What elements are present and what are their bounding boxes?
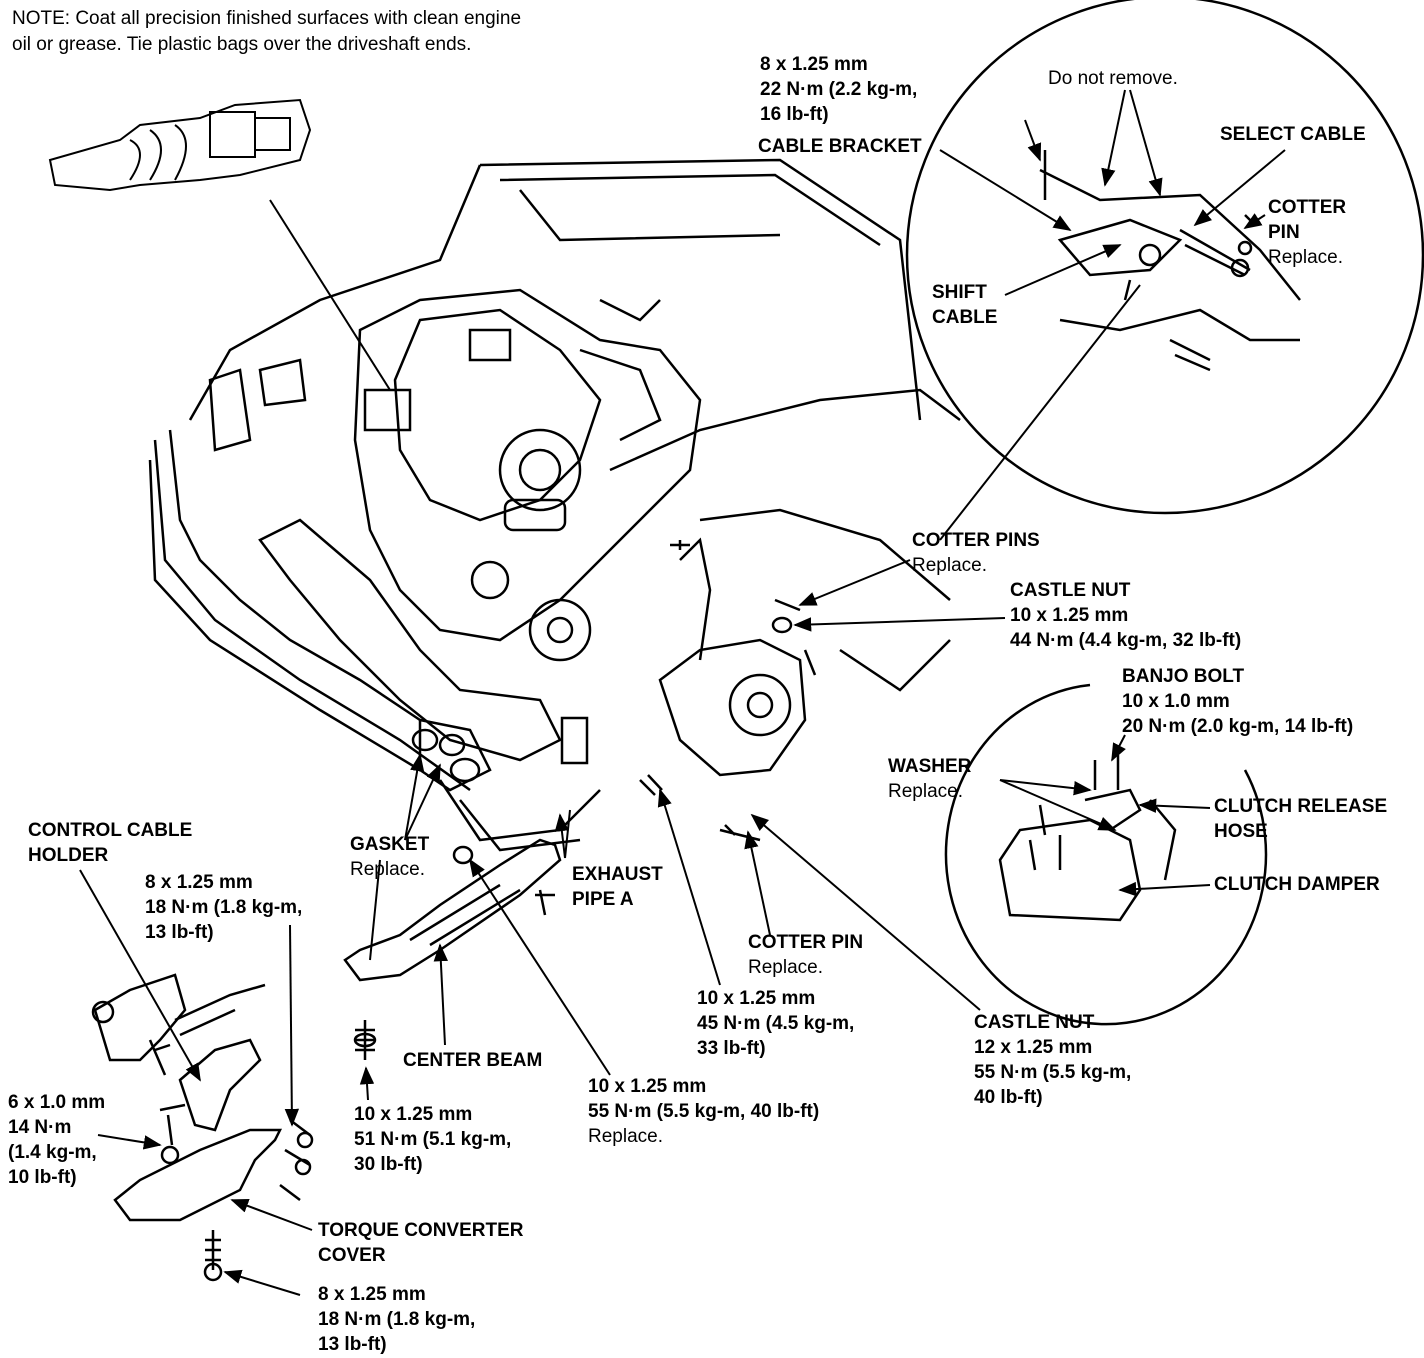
steering-knuckle (639, 537, 817, 842)
note-text: NOTE: Coat all precision finished surfac… (12, 6, 521, 58)
exhaust-pipe-label: EXHAUST PIPE A (572, 864, 663, 910)
small-bolt-spec: 6 x 1.0 mm 14 N·m (1.4 kg-m, 10 lb-ft) (8, 1092, 106, 1188)
lower-assembly (258, 518, 601, 852)
bolt-55-spec: 10 x 1.25 mm 55 N·m (5.5 kg-m, 40 lb-ft)… (588, 1076, 820, 1147)
holder-bolt-spec: 8 x 1.25 mm 18 N·m (1.8 kg-m, 13 lb-ft) (145, 872, 303, 943)
top-bolt-spec: 8 x 1.25 mm 22 N·m (2.2 kg-m, 16 lb-ft) (760, 54, 918, 125)
center-beam-label: CENTER BEAM (403, 1050, 543, 1071)
cover-bolt-spec: 8 x 1.25 mm 18 N·m (1.8 kg-m, 13 lb-ft) (318, 1284, 476, 1355)
clutch-damper-label: CLUTCH DAMPER (1214, 874, 1380, 895)
car-body (148, 158, 961, 792)
bolt-51-spec: 10 x 1.25 mm 51 N·m (5.1 kg-m, 30 lb-ft) (354, 1104, 512, 1175)
engine-transmission (353, 288, 702, 662)
castle-nut-upper-label: CASTLE NUT 10 x 1.25 mm 44 N·m (4.4 kg-m… (1010, 580, 1242, 651)
shift-cable-label: SHIFT CABLE (932, 282, 998, 328)
do-not-remove-label: Do not remove. (1048, 68, 1178, 89)
washer-label: WASHER Replace. (888, 756, 972, 802)
shift-cable-inset (905, 0, 1424, 515)
select-cable-label: SELECT CABLE (1220, 124, 1366, 145)
clutch-release-hose-label: CLUTCH RELEASE HOSE (1214, 796, 1388, 842)
note-line-2: oil or grease. Tie plastic bags over the… (12, 34, 472, 55)
banjo-bolt-label: BANJO BOLT 10 x 1.0 mm 20 N·m (2.0 kg-m,… (1122, 666, 1354, 737)
control-cable-holder-label: CONTROL CABLE HOLDER (28, 820, 193, 866)
clutch-inset (944, 683, 1268, 1026)
gasket-label: GASKET Replace. (350, 834, 430, 880)
cotter-pins-label: COTTER PINS Replace. (912, 530, 1040, 576)
cable-bracket-label: CABLE BRACKET (758, 136, 922, 157)
torque-converter-cover-label: TORQUE CONVERTER COVER (318, 1220, 524, 1266)
cotter-pin-top-label: COTTER PIN Replace. (1268, 197, 1347, 268)
converter-cover-assembly (91, 973, 314, 1282)
bolt-45-spec: 10 x 1.25 mm 45 N·m (4.5 kg-m, 33 lb-ft) (697, 988, 855, 1059)
driveshaft-inset (48, 98, 312, 192)
castle-nut-lower-label: CASTLE NUT 12 x 1.25 mm 55 N·m (5.5 kg-m… (974, 1012, 1132, 1108)
note-line-1: NOTE: Coat all precision finished surfac… (12, 8, 522, 29)
cotter-pin-lower-label: COTTER PIN Replace. (748, 932, 864, 978)
center-beam (343, 838, 562, 1060)
leader-lines (79, 89, 1286, 1296)
